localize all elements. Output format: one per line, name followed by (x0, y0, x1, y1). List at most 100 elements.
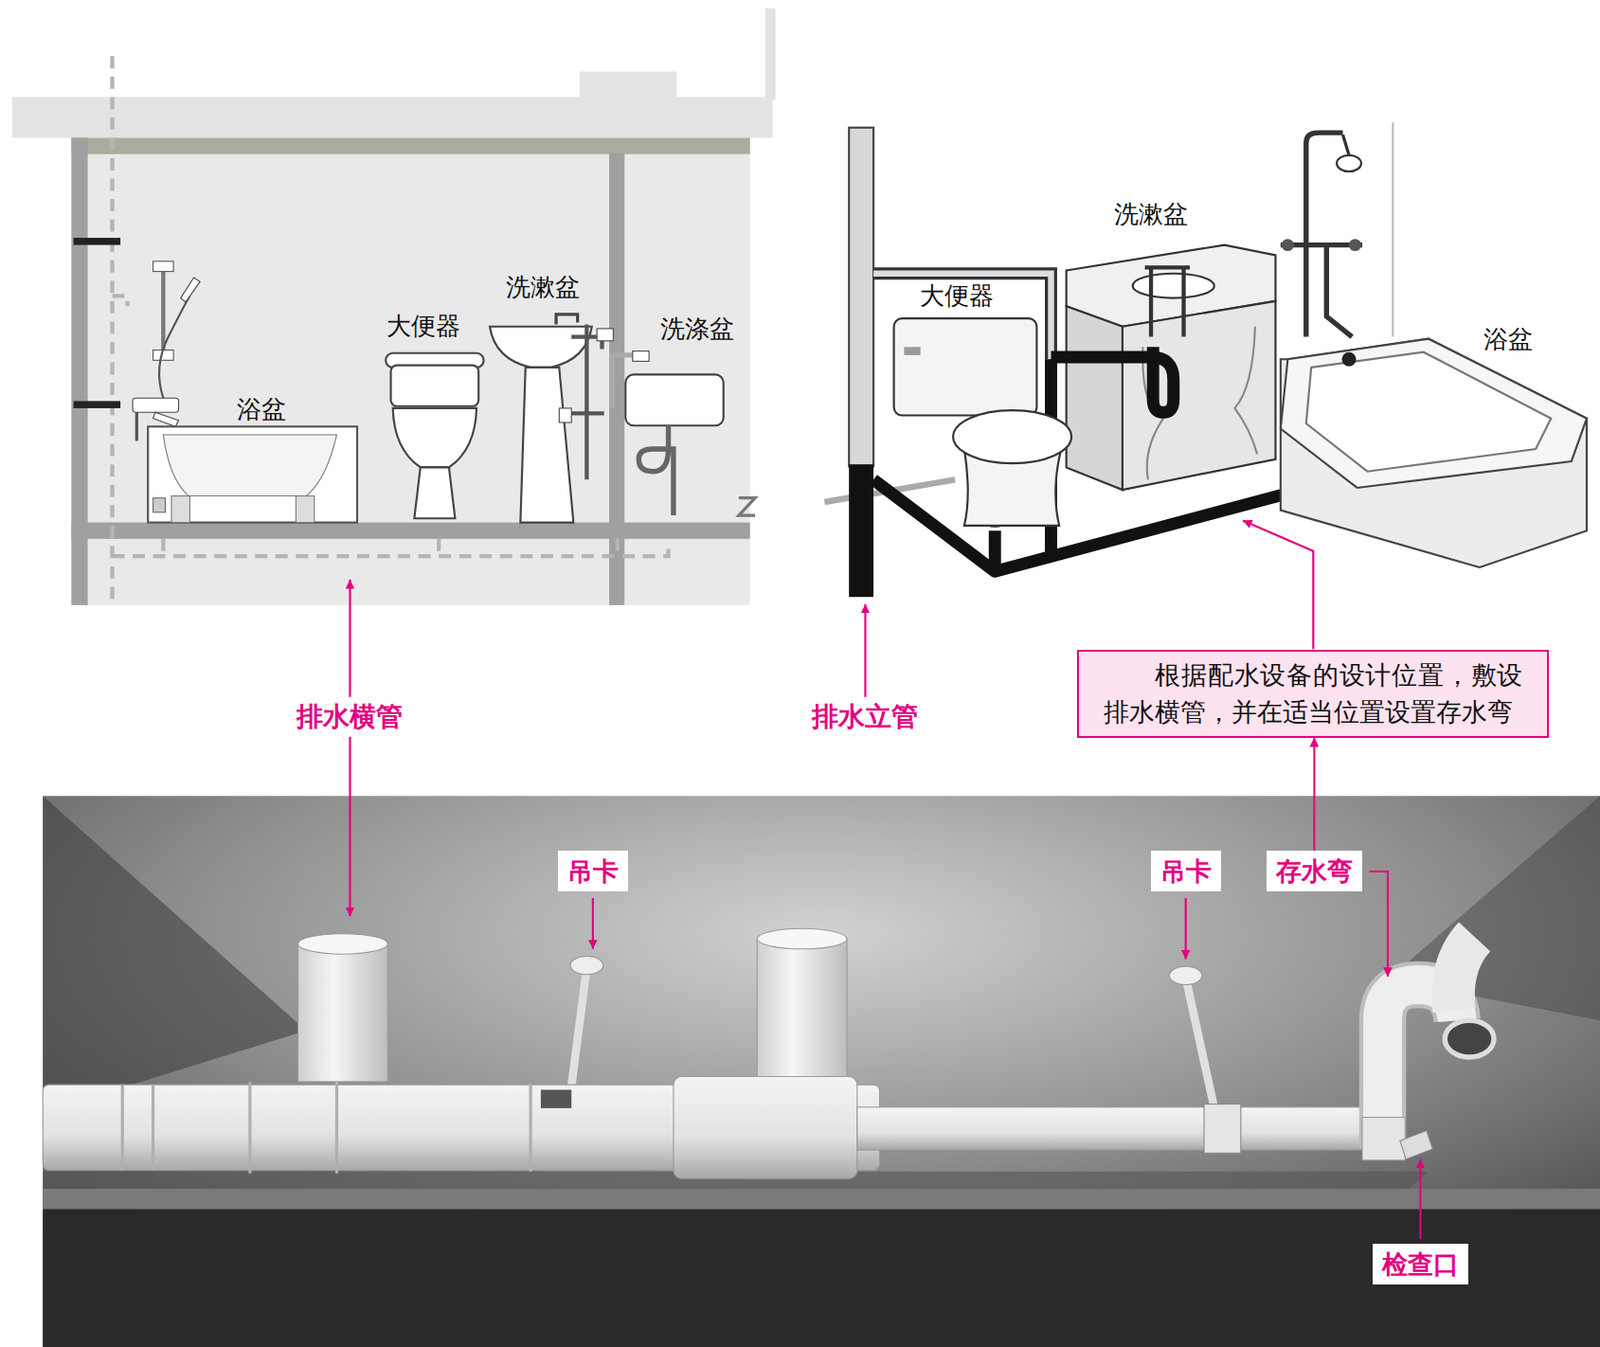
pipe-photo (1453, 936, 1475, 1011)
node-text: 检查口 (1382, 1247, 1459, 1281)
leader-line (1369, 871, 1388, 977)
fixture-label: 大便器 (916, 281, 997, 311)
pipe-photo (1168, 966, 1202, 985)
section-drawing (489, 326, 593, 368)
perspective-drawing (1280, 245, 1363, 338)
section-drawing (135, 412, 139, 441)
perspective-drawing (1132, 273, 1215, 299)
section-drawing (393, 408, 477, 468)
pipe-photo (1186, 977, 1217, 1118)
pipe-photo (42, 1188, 1600, 1210)
node-text: 存水弯 (1276, 854, 1353, 888)
pipe-photo (42, 795, 1600, 1347)
section-drawing (738, 498, 756, 516)
pipe-label: 排水立管 (808, 701, 921, 734)
section-drawing (295, 496, 314, 523)
section-drawing (579, 71, 677, 99)
leader-line (863, 604, 866, 698)
perspective-drawing (1336, 155, 1362, 172)
fixture-label: 大便器 (383, 311, 464, 342)
perspective-drawing (1066, 305, 1123, 490)
fixture-label: 浴盆 (1480, 324, 1536, 355)
pipe-photo (1362, 1117, 1405, 1161)
leader-line (348, 737, 351, 917)
section-drawing (12, 8, 776, 606)
fixture-label: 洗漱盆 (1111, 199, 1191, 230)
section-drawing (147, 426, 358, 522)
section-drawing (162, 434, 337, 497)
leader-line (1419, 1159, 1421, 1240)
leader-line (592, 898, 594, 950)
section-drawing (632, 351, 649, 362)
pipe-photo (122, 1081, 704, 1174)
section-drawing (625, 374, 723, 426)
section-drawing (71, 137, 750, 154)
pipe-photo (42, 795, 1600, 1347)
perspective-drawing (1145, 267, 1190, 337)
perspective-drawing (894, 318, 1038, 415)
perspective-drawing (903, 346, 920, 356)
pipe-photo (42, 1209, 1600, 1347)
section-drawing (171, 496, 190, 523)
perspective-drawing (1280, 339, 1587, 568)
perspective-drawing (1142, 326, 1258, 481)
node-text: 吊卡 (1160, 854, 1212, 888)
section-drawing (132, 397, 179, 413)
node-text: 根据配水设备的设计位置，敷设排水横管，并在适当位置设置存水弯 (1103, 656, 1523, 731)
section-drawing (111, 55, 668, 602)
fixture-label: 洗漱盆 (503, 272, 583, 303)
perspective-drawing (1341, 352, 1356, 367)
leader-line (349, 520, 1421, 1239)
section-drawing (180, 277, 200, 303)
perspective-drawing (1348, 238, 1362, 252)
section-drawing (413, 467, 455, 519)
section-drawing (153, 412, 180, 427)
pipe-photo (1444, 1020, 1494, 1058)
section-drawing (391, 365, 480, 407)
section-drawing (159, 295, 190, 398)
pipe-photo (756, 938, 847, 1093)
callout-box: 存水弯 (1266, 850, 1363, 892)
section-drawing (765, 8, 776, 101)
pipe-photo (42, 795, 306, 1113)
pipe-label: 排水横管 (293, 701, 406, 734)
perspective-drawing (848, 464, 874, 597)
fixture-label: 浴盆 (233, 395, 289, 425)
section-drawing (571, 324, 604, 481)
section-drawing (73, 237, 122, 246)
perspective-drawing (848, 127, 874, 468)
pipe-photo (756, 928, 847, 950)
section-drawing (153, 498, 166, 513)
perspective-drawing (952, 410, 1072, 464)
perspective-drawing (1391, 122, 1394, 337)
perspective-drawing (1343, 134, 1349, 156)
callout-box: 吊卡 (557, 850, 629, 892)
pipe-photo (298, 934, 389, 955)
pipe-photo (1204, 1104, 1241, 1154)
pipe-photo (1400, 1131, 1433, 1160)
perspective-drawing (1122, 301, 1277, 490)
leader-line (348, 579, 351, 698)
perspective-drawing (1306, 352, 1552, 472)
perspective-drawing (1280, 339, 1587, 488)
note-box: 根据配水设备的设计位置，敷设排水横管，并在适当位置设置存水弯 (1077, 649, 1549, 738)
pipe-photo (540, 1089, 572, 1108)
pipe-photo (569, 967, 587, 1102)
node-text: 吊卡 (567, 854, 619, 888)
section-drawing (71, 522, 750, 540)
section-drawing (71, 137, 750, 605)
perspective-drawing (1281, 238, 1295, 252)
pipe-photo (673, 1076, 858, 1179)
section-drawing (153, 261, 175, 272)
leader-line (1242, 520, 1313, 649)
fixture-label: 洗涤盆 (657, 314, 738, 344)
section-drawing (73, 400, 122, 409)
connector-arrow (1312, 737, 1315, 852)
pipe-photo (298, 943, 389, 1081)
pipe-photo (857, 1107, 1378, 1151)
pipe-photo (570, 955, 603, 974)
callout-box: 检查口 (1372, 1243, 1469, 1285)
section-drawing (558, 408, 572, 423)
perspective-drawing (824, 122, 1587, 597)
